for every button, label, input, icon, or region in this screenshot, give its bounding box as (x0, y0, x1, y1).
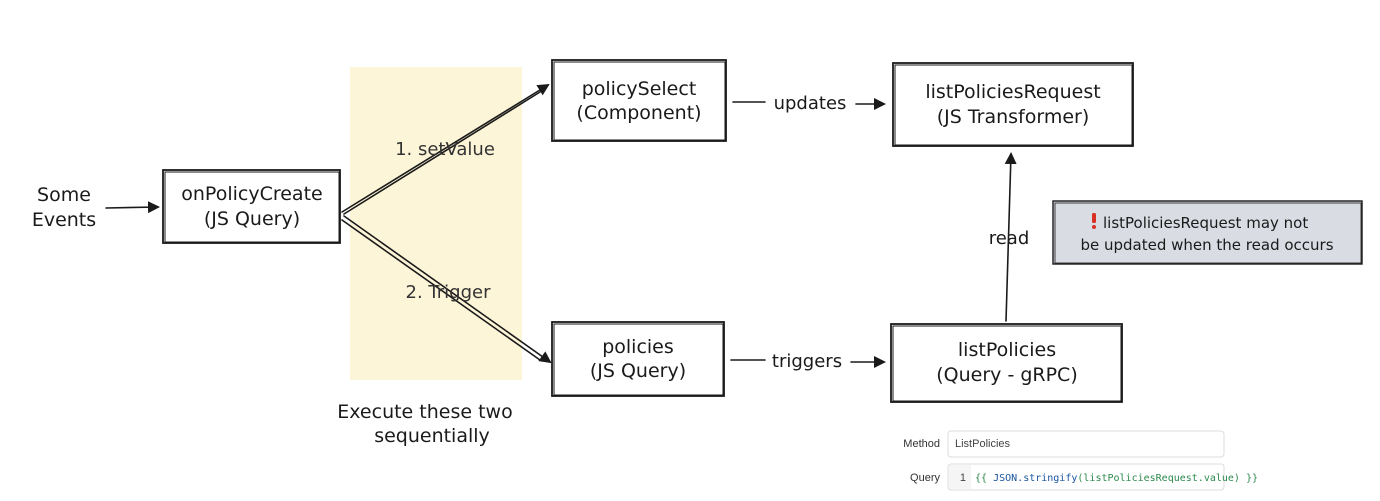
node-list-policies-request: listPoliciesRequest (JS Transformer) (892, 62, 1134, 147)
query-editor[interactable] (947, 463, 1225, 491)
code-arg: listPoliciesRequest.value (1083, 473, 1234, 484)
list-policies-request-subtitle: (JS Transformer) (937, 106, 1090, 128)
warning-note: listPoliciesRequest may not be updated w… (1052, 200, 1363, 265)
code-obj: JSON (993, 473, 1017, 484)
code-paren-close: ) (1234, 473, 1240, 484)
code-open: {{ (975, 473, 993, 484)
arrow-set-value (341, 83, 550, 213)
group-caption-line1: Execute these two (337, 401, 512, 423)
code-dot: . (1017, 473, 1023, 484)
note-line2: be updated when the read occurs (1080, 236, 1333, 254)
exclamation-icon (1092, 213, 1096, 229)
events-label-line2: Events (32, 209, 96, 231)
note-line1: listPoliciesRequest may not (1103, 214, 1308, 232)
arrow-trigger-sketch (341, 219, 541, 361)
group-caption-line2: sequentially (374, 425, 490, 447)
edge-label-read: read (989, 228, 1030, 249)
query-gutter (949, 465, 971, 489)
query-code: {{ JSON.stringify(listPoliciesRequest.va… (975, 473, 1258, 484)
on-policy-create-subtitle: (JS Query) (204, 208, 300, 230)
policy-select-subtitle: (Component) (576, 102, 701, 124)
policy-select-title: policySelect (582, 78, 697, 100)
on-policy-create-title: onPolicyCreate (181, 183, 322, 205)
policies-title: policies (602, 336, 674, 358)
edge-label-triggers: triggers (772, 351, 842, 372)
method-field[interactable] (947, 430, 1225, 458)
query-panel: Method ListPolicies Query 1 {{ JSON.stri… (903, 430, 1258, 491)
arrow-trigger (343, 215, 552, 364)
sequential-highlight (350, 67, 522, 380)
policies-subtitle: (JS Query) (590, 360, 686, 382)
method-label: Method (903, 438, 940, 450)
node-on-policy-create: onPolicyCreate (JS Query) (162, 169, 341, 244)
query-label: Query (910, 472, 940, 484)
list-policies-title: listPolicies (958, 339, 1056, 361)
arrow-read (1004, 152, 1017, 322)
edge-label-set-value: 1. setValue (395, 139, 495, 160)
edge-label-updates: updates (774, 93, 847, 114)
arrow-set-value-sketch (343, 91, 541, 215)
node-policy-select: policySelect (Component) (551, 59, 727, 142)
code-fn: stringify (1023, 473, 1077, 484)
query-line-number: 1 (960, 472, 966, 484)
code-paren-open: ( (1077, 473, 1083, 484)
node-list-policies: listPolicies (Query - gRPC) (890, 323, 1123, 403)
events-label-line1: Some (37, 184, 91, 206)
list-policies-subtitle: (Query - gRPC) (936, 364, 1078, 386)
method-value: ListPolicies (955, 438, 1011, 450)
edge-label-trigger: 2. Trigger (406, 282, 492, 303)
list-policies-request-title: listPoliciesRequest (925, 81, 1100, 103)
node-policies: policies (JS Query) (551, 321, 725, 397)
code-close: }} (1240, 473, 1258, 484)
arrow-events-to-create (105, 201, 160, 214)
